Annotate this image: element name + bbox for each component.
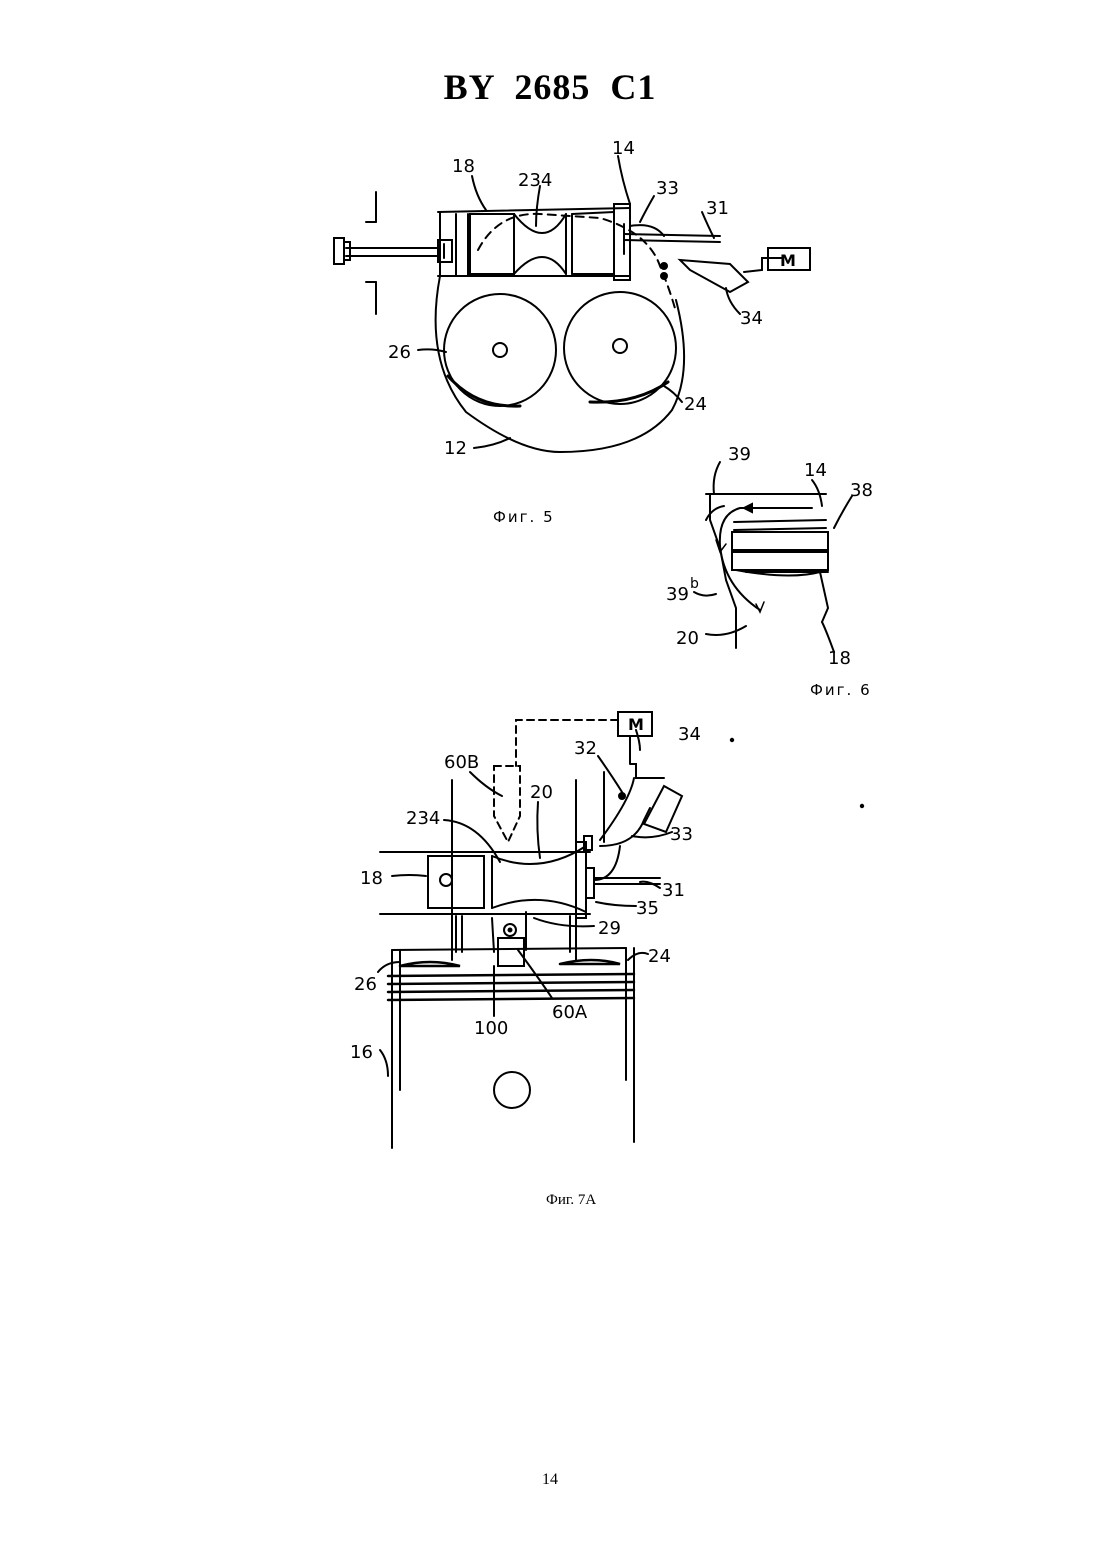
fig5-label-12: 12 xyxy=(444,438,467,459)
fig7a-label-100: 100 xyxy=(474,1018,508,1039)
fig6-label-39b-superscript: b xyxy=(690,576,699,592)
fig7a-label-20: 20 xyxy=(530,782,553,803)
fig7a-label-234: 234 xyxy=(406,808,440,829)
fig7a-label-60A: 60A xyxy=(552,1002,588,1023)
fig5-label-motor: M xyxy=(780,251,796,270)
fig7a-label-29: 29 xyxy=(598,918,621,939)
fig5-label-14: 14 xyxy=(612,138,635,159)
fig7a-label-24: 24 xyxy=(648,946,671,967)
fig5-label-18: 18 xyxy=(452,156,475,177)
figure-7a-drawing: M 34 32 60B 20 234 33 18 31 35 29 26 24 … xyxy=(350,712,863,1148)
fig6-label-38: 38 xyxy=(850,480,873,501)
fig5-label-34: 34 xyxy=(740,308,763,329)
fig6-label-20: 20 xyxy=(676,628,699,649)
fig7a-label-16: 16 xyxy=(350,1042,373,1063)
fig7a-label-motor: M xyxy=(628,715,644,734)
fig5-label-234: 234 xyxy=(518,170,552,191)
figure-5-drawing: 18 234 14 33 31 M 34 26 24 12 xyxy=(334,138,810,459)
fig5-label-31: 31 xyxy=(706,198,729,219)
fig6-label-18: 18 xyxy=(828,648,851,669)
fig7a-label-32: 32 xyxy=(574,738,597,759)
page-number: 14 xyxy=(0,1471,1100,1489)
fig7a-label-33: 33 xyxy=(670,824,693,845)
fig7a-label-34: 34 xyxy=(678,724,701,745)
fig6-label-14: 14 xyxy=(804,460,827,481)
figure-5-caption: Фиг. 5 xyxy=(493,508,555,526)
fig5-label-24: 24 xyxy=(684,394,707,415)
fig5-label-33: 33 xyxy=(656,178,679,199)
figure-7a-caption: Фиг. 7А xyxy=(546,1192,596,1209)
fig7a-label-31: 31 xyxy=(662,880,685,901)
fig7a-label-26: 26 xyxy=(354,974,377,995)
figure-6-drawing: 39 14 38 39 b 20 18 xyxy=(666,444,873,669)
fig7a-label-60B: 60B xyxy=(444,752,479,773)
fig6-label-39b: 39 xyxy=(666,584,689,605)
fig7a-label-18: 18 xyxy=(360,868,383,889)
fig5-label-26: 26 xyxy=(388,342,411,363)
figure-6-caption: Фиг. 6 xyxy=(810,681,872,699)
fig7a-label-35: 35 xyxy=(636,898,659,919)
fig6-label-39: 39 xyxy=(728,444,751,465)
